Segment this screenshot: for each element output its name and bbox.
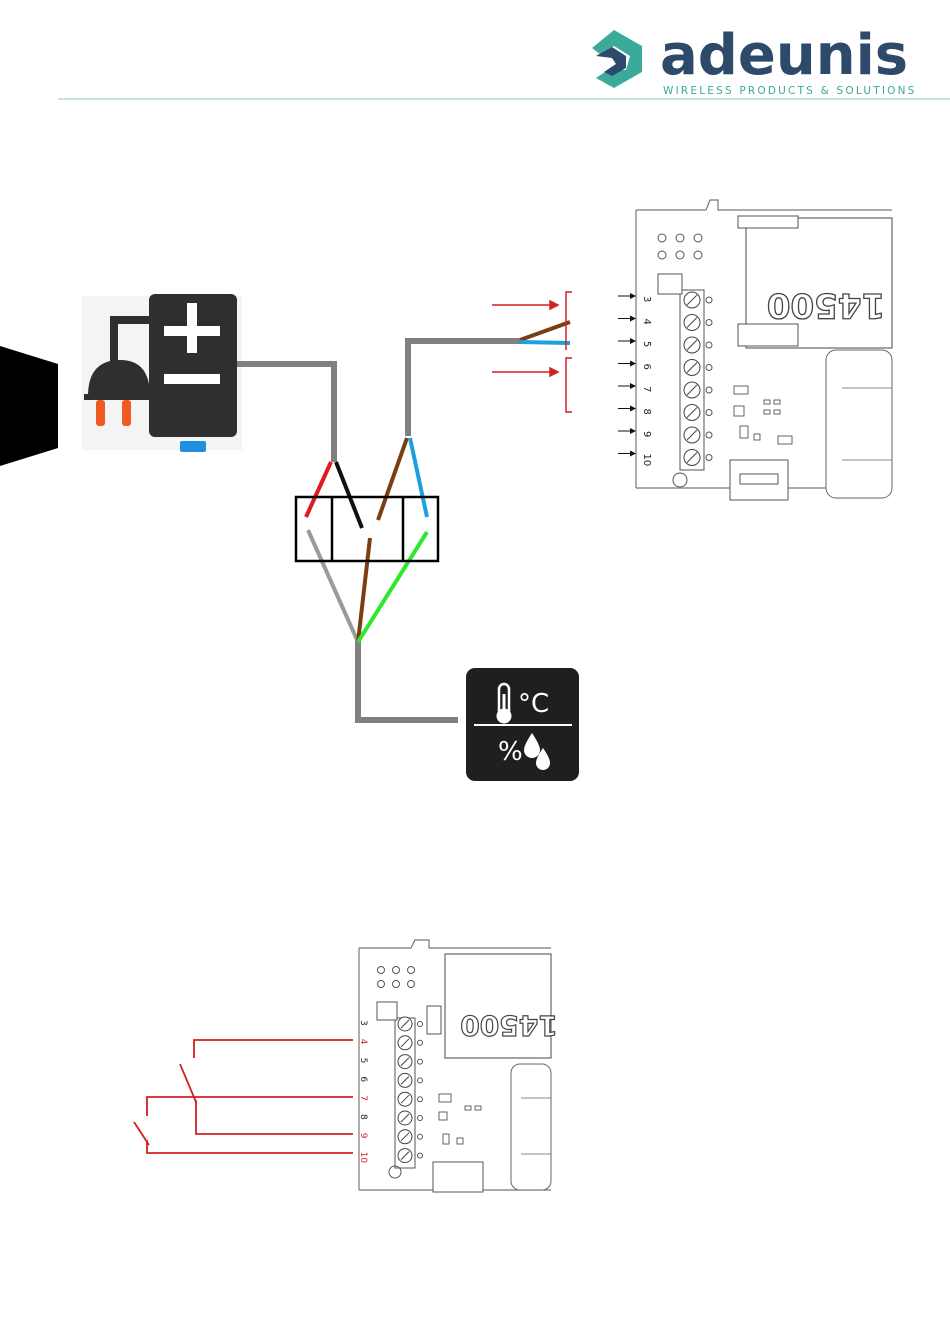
adeunis-logo: adeunis WIRELESS PRODUCTS & SOLUTIONS <box>592 23 917 97</box>
connection-indicators <box>492 292 572 412</box>
pin-label: 9 <box>641 431 652 437</box>
battery-label: 14500 <box>767 285 885 325</box>
pad <box>706 297 712 303</box>
pin-arrowhead <box>630 428 636 434</box>
pin-label: 6 <box>358 1076 368 1082</box>
board-bottom: 14500 3 4 5 6 7 8 9 10 <box>358 940 558 1192</box>
output-brown-wire <box>520 322 570 340</box>
pin-label: 4 <box>358 1039 368 1045</box>
pin-label: 10 <box>641 454 652 467</box>
humidity-percent: % <box>498 737 523 767</box>
pin-label: 4 <box>641 319 652 325</box>
pin-label: 8 <box>358 1114 368 1120</box>
pin-arrowhead <box>630 293 636 299</box>
pad <box>418 1116 423 1121</box>
status-led <box>180 441 206 452</box>
celsius-unit: °C <box>518 689 549 719</box>
pad <box>706 342 712 348</box>
pad <box>418 1078 423 1083</box>
side-tab <box>0 346 58 466</box>
pad <box>706 455 712 461</box>
output-blue-wire <box>520 342 570 343</box>
pad <box>706 432 712 438</box>
pad <box>418 1059 423 1064</box>
pin-label: 3 <box>641 296 652 302</box>
brand-tagline: WIRELESS PRODUCTS & SOLUTIONS <box>663 85 917 97</box>
switch-wiring <box>134 1040 353 1153</box>
pin-label: 5 <box>641 341 652 347</box>
power-supply <box>82 294 242 452</box>
pin-arrowhead <box>630 361 636 367</box>
pin-label: 9 <box>358 1133 368 1139</box>
pin-arrowhead <box>630 338 636 344</box>
board-top: 14500 3 4 5 6 7 8 9 10 <box>618 200 892 500</box>
minus-icon <box>164 374 220 384</box>
brand-name: adeunis <box>660 23 908 88</box>
pin-arrowhead <box>630 451 636 457</box>
pad <box>706 410 712 416</box>
pad <box>418 1040 423 1045</box>
pin-label: 5 <box>358 1058 368 1064</box>
pad <box>706 365 712 371</box>
output-cable <box>408 341 522 436</box>
pad <box>418 1134 423 1139</box>
sensor-cable <box>358 640 458 720</box>
pin-label: 3 <box>358 1020 368 1026</box>
pin-label: 6 <box>641 364 652 370</box>
red-wire <box>306 462 331 517</box>
pin-label: 7 <box>641 386 652 392</box>
pad <box>418 1022 423 1027</box>
temp-humidity-sensor: °C % <box>466 668 579 781</box>
pad <box>418 1153 423 1158</box>
pin-label: 7 <box>358 1095 368 1101</box>
pin-label: 10 <box>358 1152 368 1164</box>
pin-arrowhead <box>630 406 636 412</box>
pad <box>706 320 712 326</box>
pin-arrowhead <box>630 316 636 322</box>
pad <box>418 1097 423 1102</box>
blue-wire-upper <box>410 438 427 517</box>
pin-label: 8 <box>641 409 652 415</box>
pad <box>706 387 712 393</box>
psu-cable <box>237 364 334 462</box>
battery-label: 14500 <box>460 1009 557 1042</box>
black-wire <box>336 462 362 528</box>
pin-arrowhead <box>630 383 636 389</box>
